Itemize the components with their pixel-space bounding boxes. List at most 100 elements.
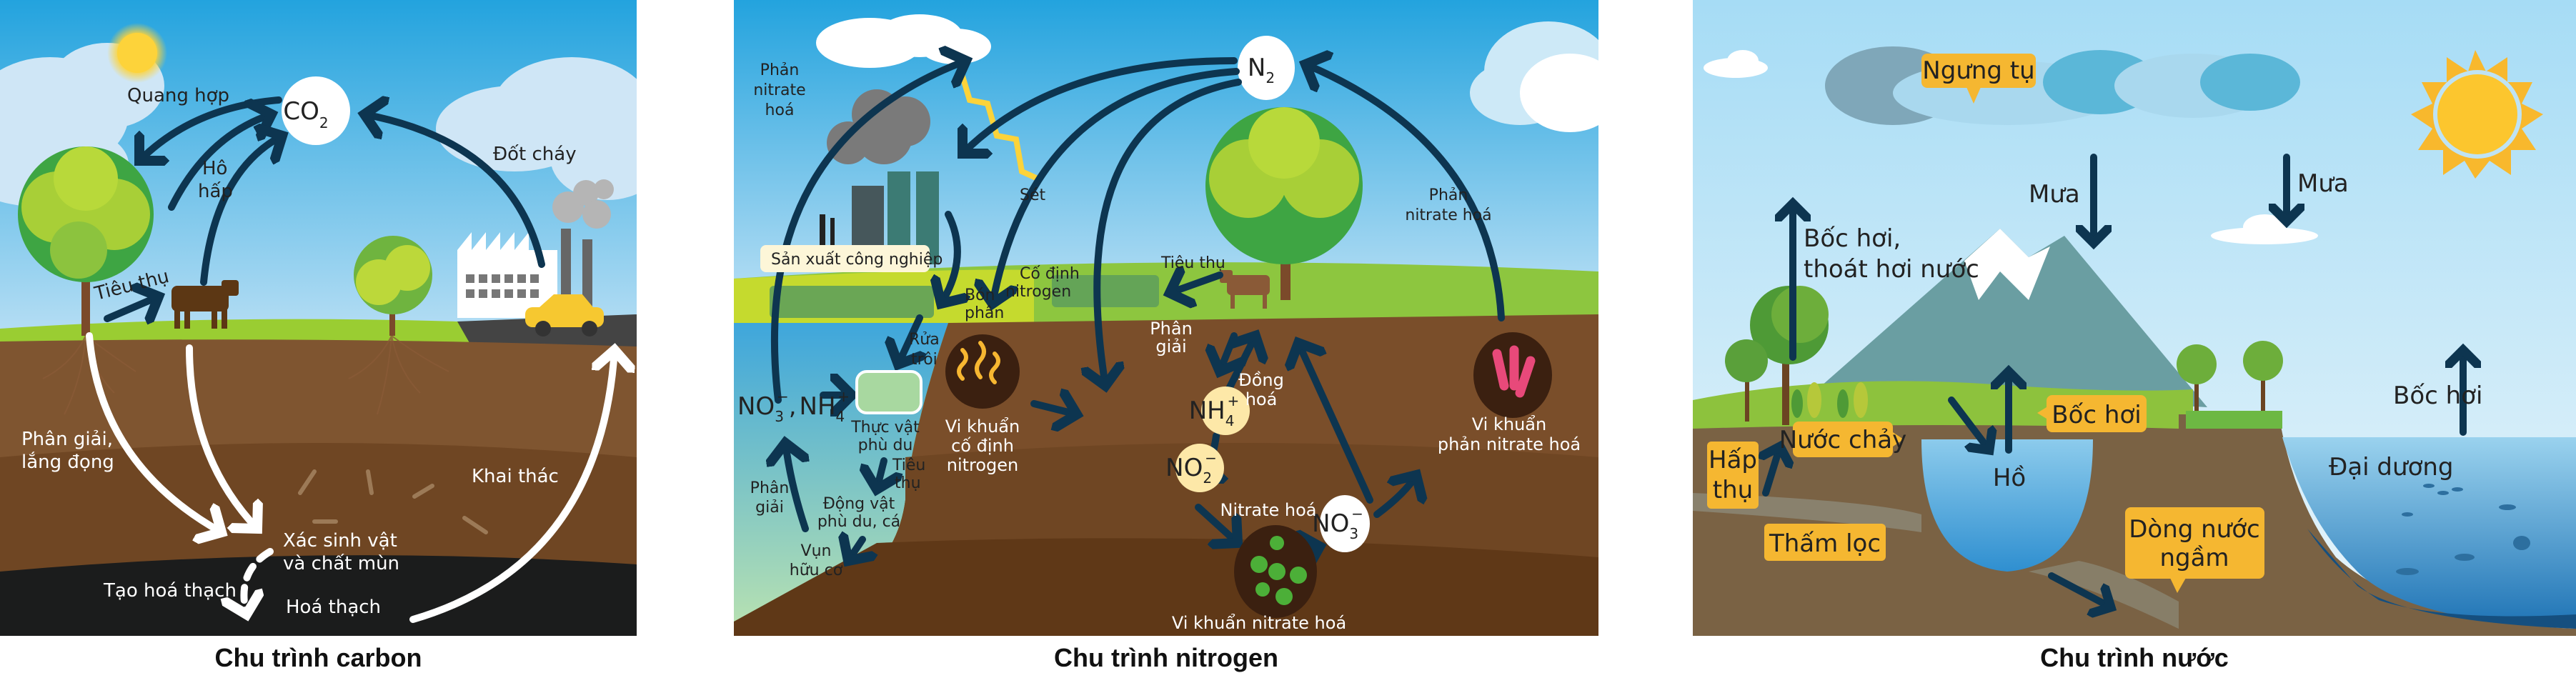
- label-fossilization: Tạo hoá thạch: [103, 580, 237, 602]
- tree-right: [2177, 341, 2283, 414]
- label-extraction: Khai thác: [472, 466, 559, 487]
- smoke: [827, 89, 930, 164]
- no3-label: NO3−: [1312, 505, 1363, 542]
- no2-label: NO2−: [1165, 449, 1217, 487]
- tag-runoff: Nước chảy: [1779, 422, 1906, 457]
- arrow-consumption-water: [877, 457, 884, 489]
- label-ocean: Đại dương: [2329, 453, 2454, 482]
- arrow-lightning-fixation: [993, 68, 1240, 304]
- lightning-icon: [958, 70, 1039, 181]
- label-consumption-water-2: thụ: [895, 474, 921, 492]
- label-respiration-line2: hấp: [198, 181, 233, 202]
- label-decomp-soil-2: giải: [1155, 336, 1186, 357]
- arrow-extraction: [409, 350, 615, 623]
- label-fossil: Hoá thạch: [286, 597, 381, 618]
- industry-label-box: [760, 245, 930, 272]
- nh4-label: NH4+: [1189, 392, 1240, 429]
- fixing-bacteria-icon: [945, 334, 1020, 409]
- tag-absorption: Hấp thụ: [1707, 442, 1759, 509]
- seabed: [2307, 529, 2576, 629]
- nitrifying-bacteria-icon: [1234, 525, 1317, 618]
- label-fixing-bacteria-3: nitrogen: [947, 455, 1019, 475]
- label-lake: Hồ: [1993, 464, 2026, 492]
- nh4-node: [1201, 387, 1250, 435]
- arrow-denitrification-water: [770, 61, 966, 404]
- arrow-runoff: [898, 314, 920, 364]
- n2-node: [1238, 36, 1295, 100]
- arrow-fertilizer: [941, 211, 958, 304]
- cow-icon: [1220, 270, 1270, 309]
- snow-cap: [1964, 229, 2050, 300]
- arrow-decomposition-plant: [86, 332, 222, 532]
- label-detritus-1: Vụn: [801, 542, 832, 560]
- no3-node: [1320, 495, 1370, 552]
- sun-icon: [2411, 50, 2543, 179]
- arrow-detritus: [848, 539, 862, 561]
- label-fixation-2: nitrogen: [1005, 283, 1071, 301]
- label-decomposition-line1: Phân giải,: [21, 429, 113, 450]
- label-consumption-land: Tiêu thụ: [1160, 254, 1225, 272]
- arrow-absorption: [1766, 447, 1780, 497]
- arrow-respiration-animal: [200, 136, 282, 286]
- carbon-cycle-panel: CO2 Quang hợp Hô hấp Đốt cháy Tiêu thụ P…: [0, 0, 637, 636]
- cloud-right: [436, 57, 637, 200]
- arrow-consumption: [104, 296, 159, 319]
- label-absorption-1: Hấp: [1709, 446, 1757, 474]
- tag-infiltration: Thấm lọc: [1764, 524, 1886, 561]
- fossil-bones: [298, 469, 488, 534]
- label-evapotranspiration-2: thoát hơi nước: [1804, 255, 1979, 284]
- sun-core: [117, 33, 157, 73]
- label-denitrification-left-2: nitrate: [753, 81, 805, 99]
- arrow-groundwater: [2048, 572, 2111, 607]
- tag-evaporation-lake: Bốc hơi: [2037, 395, 2147, 432]
- denitrifying-bacteria-icon: [1473, 332, 1552, 418]
- label-decomp-soil-1: Phân: [1150, 319, 1193, 339]
- nitrogen-cycle-illustration: N2 NH4+ NO2− NO3− NO3−,NH4+ Sản xuất côn…: [734, 0, 1598, 636]
- soil-right: [2179, 414, 2576, 636]
- arrow-industrial-fixation: [963, 57, 1238, 154]
- label-infiltration: Thấm lọc: [1769, 529, 1881, 558]
- label-nitrification: Nitrate hoá: [1220, 500, 1316, 520]
- caption-water-cycle: Chu trình nước: [2040, 643, 2229, 672]
- mountain: [1821, 229, 2207, 407]
- label-decomp-water-2: giải: [755, 499, 784, 517]
- label-groundwater-2: ngầm: [2159, 544, 2229, 572]
- label-fixing-bacteria-2: cố định: [951, 436, 1014, 456]
- label-respiration-line1: Hô: [202, 158, 227, 179]
- caption-carbon-cycle: Chu trình carbon: [214, 643, 422, 672]
- caption-nitrogen-cycle: Chu trình nitrogen: [1054, 643, 1278, 672]
- water-cycle-panel: Ngưng tụ Nước chảy Hấp thụ Bốc hơi Thấm …: [1693, 0, 2576, 636]
- label-detritus-2: hữu cơ: [790, 562, 843, 579]
- arrow-decomposition-animal: [186, 344, 257, 529]
- soil-deep: [734, 538, 1598, 636]
- label-denitrifying-bacteria-1: Vi khuẩn: [1472, 414, 1546, 434]
- arrow-combustion: [364, 114, 545, 268]
- fish-school: [2396, 484, 2530, 575]
- label-evapotranspiration-1: Bốc hơi,: [1804, 224, 1901, 253]
- lake: [1921, 439, 2093, 572]
- label-industry: Sản xuất công nghiệp: [771, 251, 943, 269]
- label-fertilizer-1: Bón: [965, 286, 995, 304]
- arrow-no2-to-bacteria: [1195, 504, 1238, 543]
- label-fertilizer-2: phân: [965, 304, 1004, 322]
- small-cloud: [1704, 50, 1768, 78]
- arrow-consumption-land: [1170, 275, 1223, 293]
- arrow-fossilization: [244, 548, 274, 614]
- label-runoff: Nước chảy: [1779, 426, 1906, 454]
- label-evaporation-ocean: Bốc hơi: [2393, 382, 2482, 410]
- ocean: [2282, 437, 2576, 629]
- arrow-denitrification-soil: [1306, 64, 1505, 321]
- arrow-respiration-plant: [168, 114, 272, 211]
- label-assimilation-2: hoá: [1245, 389, 1278, 409]
- water-cycle-illustration: Ngưng tụ Nước chảy Hấp thụ Bốc hơi Thấm …: [1693, 0, 2576, 636]
- arrow-bio-fixation: [1097, 79, 1242, 386]
- label-photosynthesis: Quang hợp: [127, 85, 229, 106]
- label-remains-line2: và chất mùn: [283, 553, 399, 574]
- arrow-runoff: [1948, 397, 1989, 450]
- label-combustion: Đốt cháy: [493, 144, 577, 165]
- label-phytoplankton-1: Thực vật: [850, 419, 920, 437]
- tree-small: [354, 236, 432, 336]
- tag-groundwater: Dòng nước ngầm: [2125, 507, 2264, 593]
- cow-icon: [171, 280, 239, 329]
- storm-cloud: [1825, 46, 2300, 125]
